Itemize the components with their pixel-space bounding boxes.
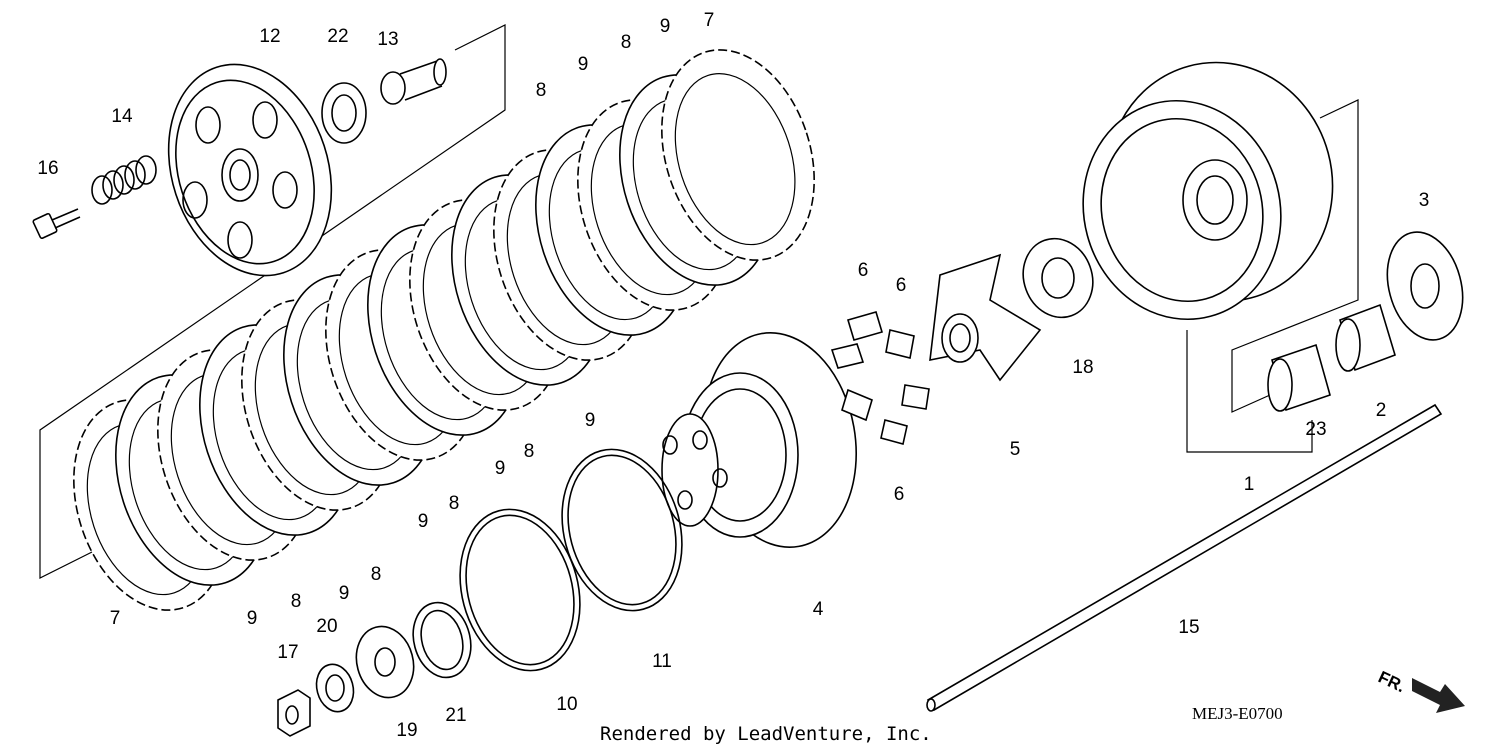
callout-c-19: 19: [396, 720, 417, 741]
callout-c-6c: 6: [894, 484, 905, 505]
callout-c-15: 15: [1178, 617, 1199, 638]
collar-2: [1335, 303, 1396, 372]
callout-c-1: 1: [1244, 474, 1255, 495]
spring-14: [91, 155, 157, 205]
clutch-center-4: [661, 332, 858, 548]
callout-c-21: 21: [445, 705, 466, 726]
bolt-16: [32, 208, 81, 240]
thrust-washer-3: [1386, 231, 1464, 341]
callout-c-10: 10: [556, 694, 577, 715]
lifter-rod-15: [926, 403, 1443, 712]
callout-c-3: 3: [1419, 190, 1430, 211]
callout-c-14: 14: [111, 106, 133, 127]
callout-1-bracket: [1186, 330, 1313, 453]
callout-c-4: 4: [813, 599, 824, 620]
callout-c-20: 20: [316, 616, 337, 637]
callout-c-8b: 8: [536, 80, 547, 101]
front-direction-indicator: FR.: [1375, 667, 1465, 713]
clutch-disc-stack: [73, 49, 815, 611]
bearing-22: [321, 82, 367, 144]
lock-nut-17: [277, 689, 311, 737]
callout-c-8e: 8: [371, 564, 382, 585]
disc-inner-edge: [674, 73, 796, 246]
callout-c-17: 17: [277, 642, 298, 663]
callout-c-9e: 9: [418, 511, 429, 532]
washer-20: [315, 663, 355, 713]
judder-spring-10: [459, 508, 581, 672]
callout-c-11: 11: [652, 651, 672, 672]
callout-c-22: 22: [327, 26, 348, 47]
callout-c-9g: 9: [247, 608, 258, 629]
callout-c-9f: 9: [339, 583, 350, 604]
friction-disc: [661, 49, 815, 261]
callout-c-8c: 8: [524, 441, 535, 462]
callout-c-7a: 7: [704, 10, 715, 31]
callout-c-7b: 7: [110, 608, 121, 629]
damper-rubbers-6: [830, 311, 930, 445]
callout-c-13: 13: [377, 29, 398, 50]
callout-c-8a: 8: [621, 32, 632, 53]
outer-group-bracket: [1231, 99, 1359, 413]
callout-c-6b: 6: [896, 275, 907, 296]
callout-c-5: 5: [1010, 439, 1021, 460]
callout-c-8f: 8: [291, 591, 302, 612]
washer-18: [1022, 237, 1094, 319]
fr-arrow-icon: [1412, 678, 1465, 713]
boss-5: [929, 253, 1042, 382]
callout-c-12a: 12: [259, 26, 280, 47]
lifter-pin-13: [380, 58, 447, 105]
spring-seat-11: [561, 448, 683, 612]
washer-21: [412, 601, 472, 679]
clutch-outer-1: [1082, 61, 1334, 321]
callout-c-9b: 9: [578, 54, 589, 75]
callout-c-9c: 9: [585, 410, 596, 431]
callout-c-23: 23: [1305, 419, 1326, 440]
callout-c-2: 2: [1376, 400, 1387, 421]
needle-bearing-23: [1267, 343, 1331, 412]
callout-c-16: 16: [37, 158, 58, 179]
callout-c-9d: 9: [495, 458, 506, 479]
credit-text: Rendered by LeadVenture, Inc.: [600, 723, 932, 745]
callout-c-8d: 8: [449, 493, 460, 514]
pressure-plate-12: [167, 63, 333, 277]
fr-label: FR.: [1375, 667, 1408, 696]
callout-c-9a: 9: [660, 16, 671, 37]
diagram-code: MEJ3-E0700: [1192, 704, 1283, 723]
callout-c-18: 18: [1072, 357, 1093, 378]
washer-19: [355, 625, 415, 699]
callout-c-6a: 6: [858, 260, 869, 281]
